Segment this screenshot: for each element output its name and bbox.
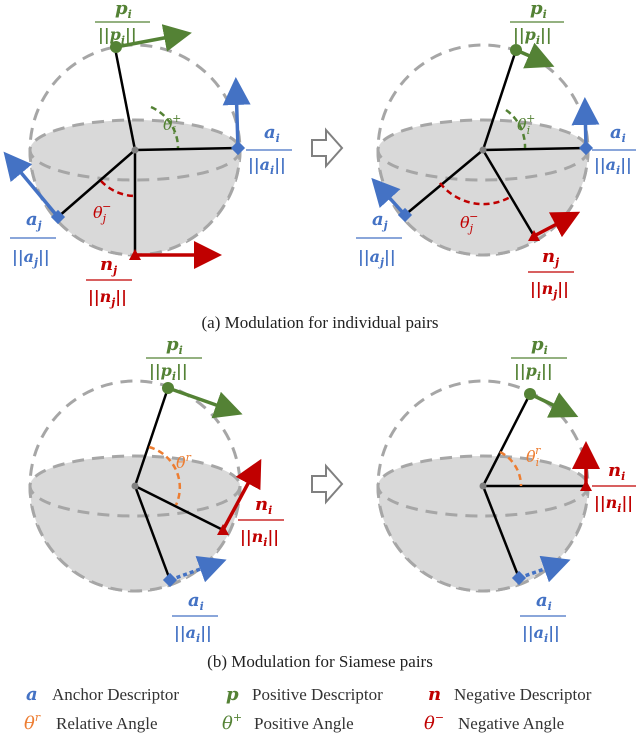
a-left-theta-minus: θj− [93, 200, 111, 225]
a-right-ai-num: ai [610, 122, 626, 145]
legend-n-text: Negative Descriptor [454, 685, 592, 704]
legend-n-symbol: n [428, 684, 441, 705]
a-left-ai-num: ai [264, 122, 280, 145]
legend-minus-text: Negative Angle [458, 714, 564, 733]
b-right-p-num: pi [531, 334, 548, 357]
a-right-aj-den: ||aj|| [358, 247, 396, 269]
a-right-aj-num: aj [372, 209, 388, 232]
legend: a Anchor Descriptor p Positive Descripto… [24, 684, 592, 734]
legend-r-text: Relative Angle [56, 714, 158, 733]
legend-minus-symbol: θ− [424, 711, 444, 734]
b-right-n-num: ni [608, 460, 625, 483]
legend-a-symbol: a [26, 684, 38, 705]
a-left-theta-plus: θi+ [163, 112, 181, 137]
b-left-n-num: ni [255, 494, 272, 517]
a-left-aj-num: aj [26, 209, 42, 232]
b-left-p-den: ||pi|| [149, 361, 188, 383]
caption-a: (a) Modulation for individual pairs [201, 313, 438, 332]
a-left-p-num: pi [115, 0, 132, 21]
b-left-p-num: pi [166, 334, 183, 357]
b-left-a-num: ai [188, 590, 204, 613]
panel-b-right-sphere [376, 379, 590, 593]
b-right-n-den: ||ni|| [594, 493, 633, 515]
a-right-ai-den: ||ai|| [594, 155, 632, 177]
legend-plus-symbol: θ+ [222, 711, 242, 734]
panel-a-right-vectors [371, 42, 600, 241]
transform-arrow-b [311, 463, 344, 505]
b-left-theta-r: θr [176, 451, 192, 472]
legend-p-symbol: p [226, 684, 239, 705]
a-left-aj-den: ||aj|| [12, 247, 50, 269]
legend-p-text: Positive Descriptor [252, 685, 383, 704]
b-right-a-num: ai [536, 590, 552, 613]
a-left-nj-den: ||nj|| [88, 287, 127, 309]
panel-a-left-vectors [3, 24, 251, 269]
a-right-p-den: ||pi|| [513, 25, 552, 47]
b-left-n-den: ||ni|| [240, 527, 279, 549]
panel-b-left-vectors [131, 382, 262, 588]
a-right-theta-plus: θi+ [517, 112, 535, 137]
legend-r-symbol: θr [24, 711, 41, 734]
b-right-theta-r: θir [526, 444, 541, 469]
a-right-nj-den: ||nj|| [530, 279, 569, 301]
panel-b-right-vectors [479, 388, 600, 586]
a-right-theta-minus: θj− [460, 210, 478, 235]
a-left-ai-den: ||ai|| [248, 155, 286, 177]
caption-b: (b) Modulation for Siamese pairs [207, 652, 433, 671]
legend-a-text: Anchor Descriptor [52, 685, 179, 704]
b-right-p-den: ||pi|| [514, 361, 553, 383]
panel-b-left-sphere [28, 379, 242, 593]
transform-arrow-a [311, 127, 344, 169]
a-right-nj-num: nj [542, 246, 559, 269]
a-left-nj-num: nj [100, 254, 117, 277]
legend-plus-text: Positive Angle [254, 714, 354, 733]
b-right-a-den: ||ai|| [522, 623, 560, 645]
a-right-p-num: pi [530, 0, 547, 21]
b-left-a-den: ||ai|| [174, 623, 212, 645]
a-left-p-den: ||pi|| [98, 25, 137, 47]
